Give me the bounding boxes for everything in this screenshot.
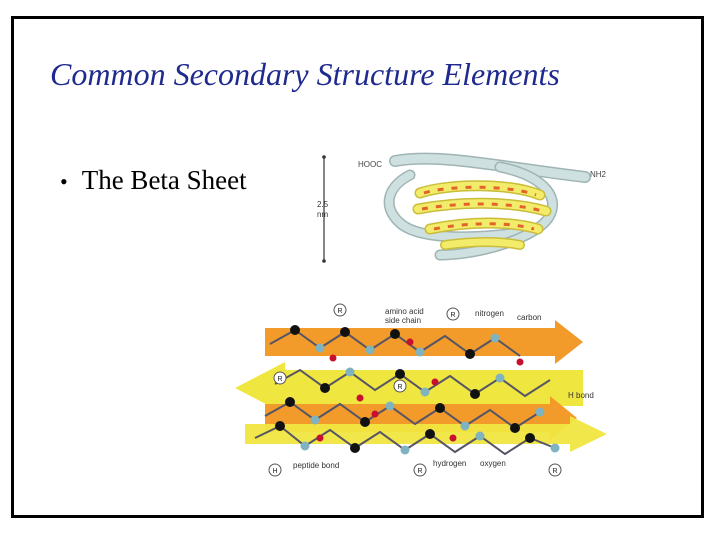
r-group-label: R bbox=[397, 384, 402, 391]
label-nh2: NH2 bbox=[590, 170, 607, 179]
r-groups: R R R R R R H bbox=[268, 303, 562, 477]
r-group-label: R bbox=[337, 308, 342, 315]
label-oxygen: oxygen bbox=[480, 459, 506, 468]
label-side-chain: side chain bbox=[385, 316, 421, 325]
r-group-label: R bbox=[277, 376, 282, 383]
h-atom-label: H bbox=[272, 468, 277, 475]
figure-labels: amino acid side chain nitrogen carbon H … bbox=[293, 307, 594, 470]
slide-title: Common Secondary Structure Elements bbox=[50, 56, 560, 92]
bullet-dot: • bbox=[60, 169, 68, 194]
orange-dashes bbox=[421, 185, 543, 231]
scale-value: 2.5 bbox=[317, 200, 329, 209]
scale-unit: nm bbox=[317, 210, 328, 219]
label-peptide-bond: peptide bond bbox=[293, 461, 339, 470]
bullet-item: • The Beta Sheet bbox=[60, 165, 247, 196]
label-hooc: HOOC bbox=[358, 160, 382, 169]
r-group-label: R bbox=[450, 312, 455, 319]
label-amino-acid: amino acid bbox=[385, 307, 424, 316]
label-carbon: carbon bbox=[517, 313, 541, 322]
beta-sheet-ribbon-figure: 2.5 nm HOOC NH2 bbox=[317, 152, 607, 263]
atoms bbox=[275, 325, 560, 455]
bullet-text: The Beta Sheet bbox=[81, 165, 247, 195]
label-hydrogen: hydrogen bbox=[433, 459, 466, 468]
pleated-sheet-figure: R R R R R R H amino acid side chain nitr… bbox=[235, 303, 607, 477]
gray-ribbon bbox=[383, 152, 591, 261]
label-nitrogen: nitrogen bbox=[475, 309, 504, 318]
label-h-bond: H bond bbox=[568, 391, 594, 400]
strand-arrows bbox=[235, 320, 607, 452]
r-group-label: R bbox=[552, 468, 557, 475]
r-group-label: R bbox=[417, 468, 422, 475]
